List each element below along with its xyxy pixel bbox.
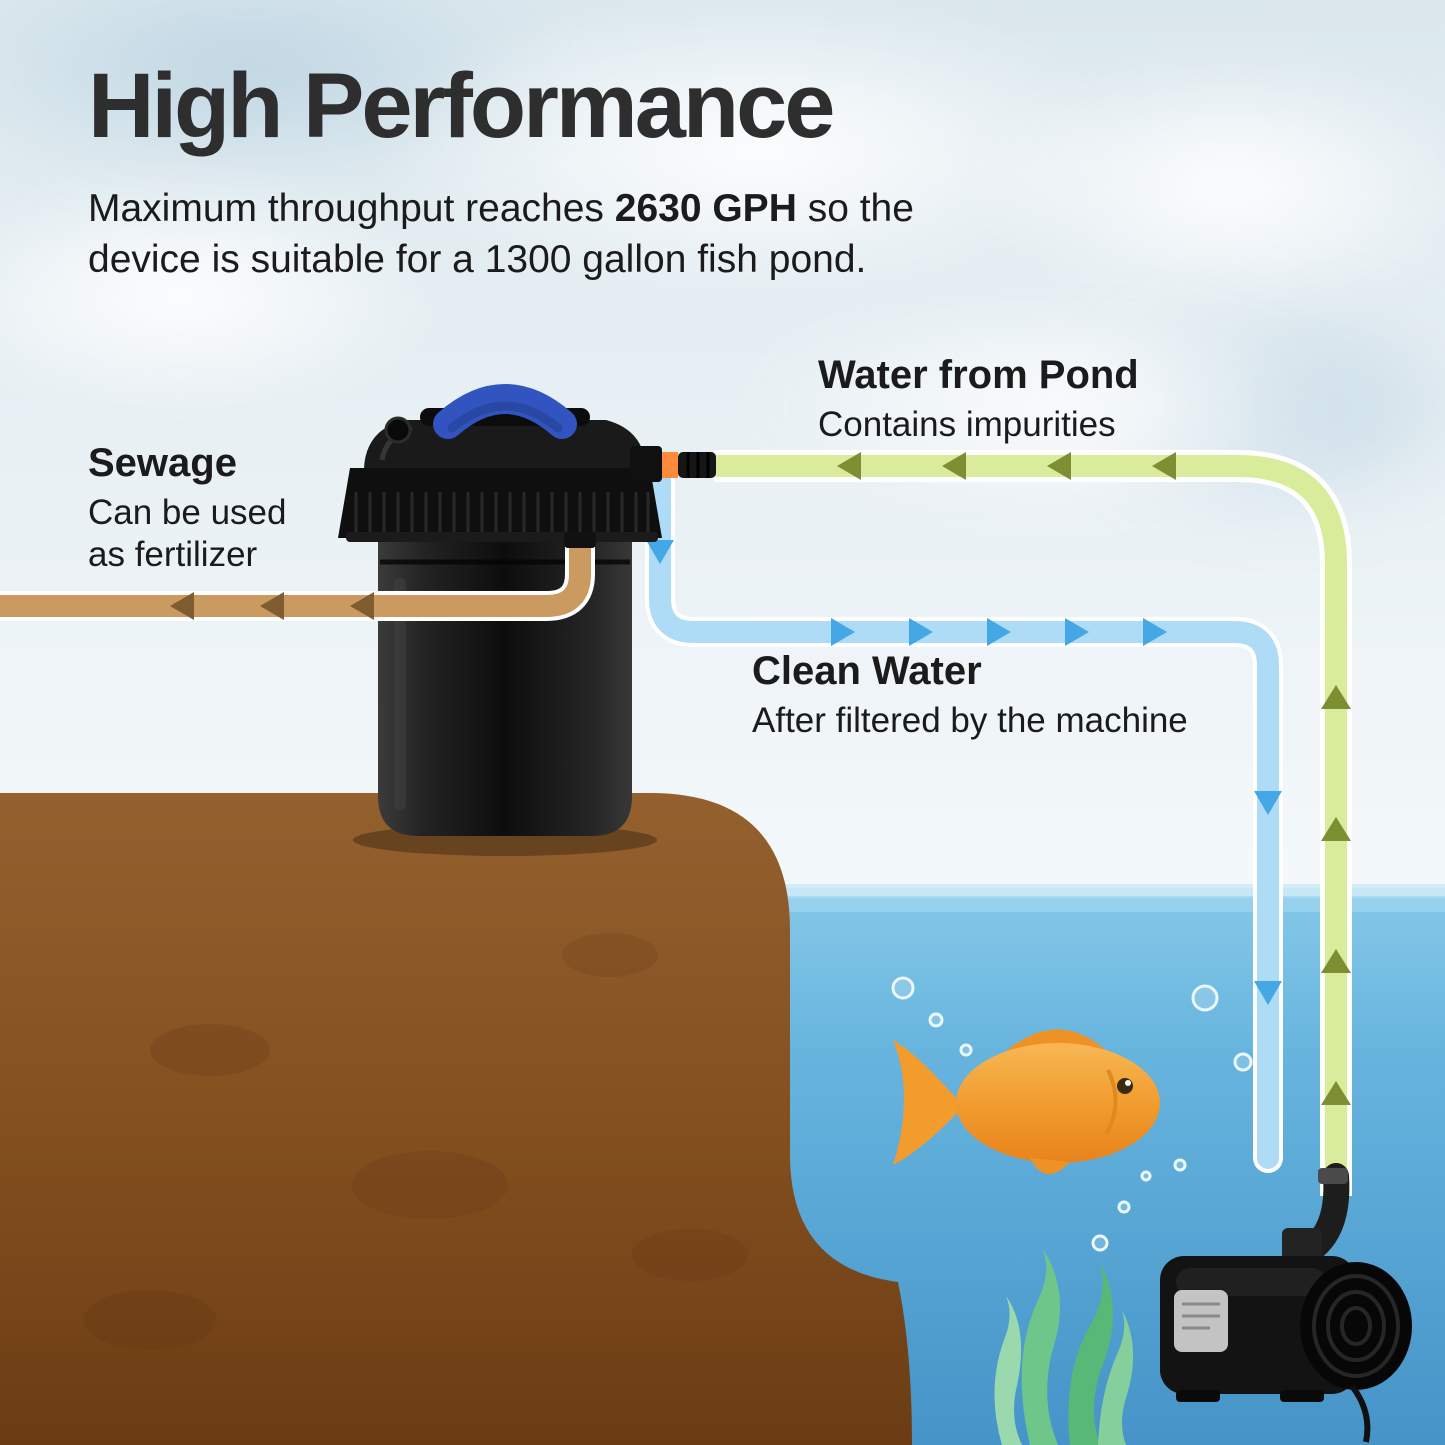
cloud: [0, 170, 450, 420]
filter-handle: [433, 384, 577, 439]
pond-water-pipe: [714, 450, 1352, 1196]
sewage-pipe: [0, 532, 596, 621]
sewage-flow-arrows: [170, 592, 374, 620]
filter-lid: [364, 420, 646, 468]
seaweed-plant: [994, 1248, 1134, 1445]
ground-soil: [0, 793, 912, 1445]
cloud: [960, 50, 1445, 320]
pump-label: [1174, 1290, 1228, 1352]
filter-skirt: [338, 468, 662, 538]
pump-cord: [1349, 1384, 1371, 1443]
water-pump: [1160, 1163, 1412, 1443]
clean-water-flow-arrows: [646, 540, 1282, 1005]
filter-inlet-fitting: [630, 446, 716, 482]
pond-water-flow-arrows: [837, 452, 1351, 1105]
pump-intake-face: [1300, 1262, 1412, 1390]
filter-vent: [384, 416, 412, 444]
goldfish: [893, 1029, 1160, 1175]
pump-outlet: [1282, 1228, 1322, 1262]
clean-water-pipe: [645, 465, 1283, 1173]
sewage-clamp: [564, 532, 596, 548]
pump-hose-connector: [1318, 1168, 1348, 1184]
